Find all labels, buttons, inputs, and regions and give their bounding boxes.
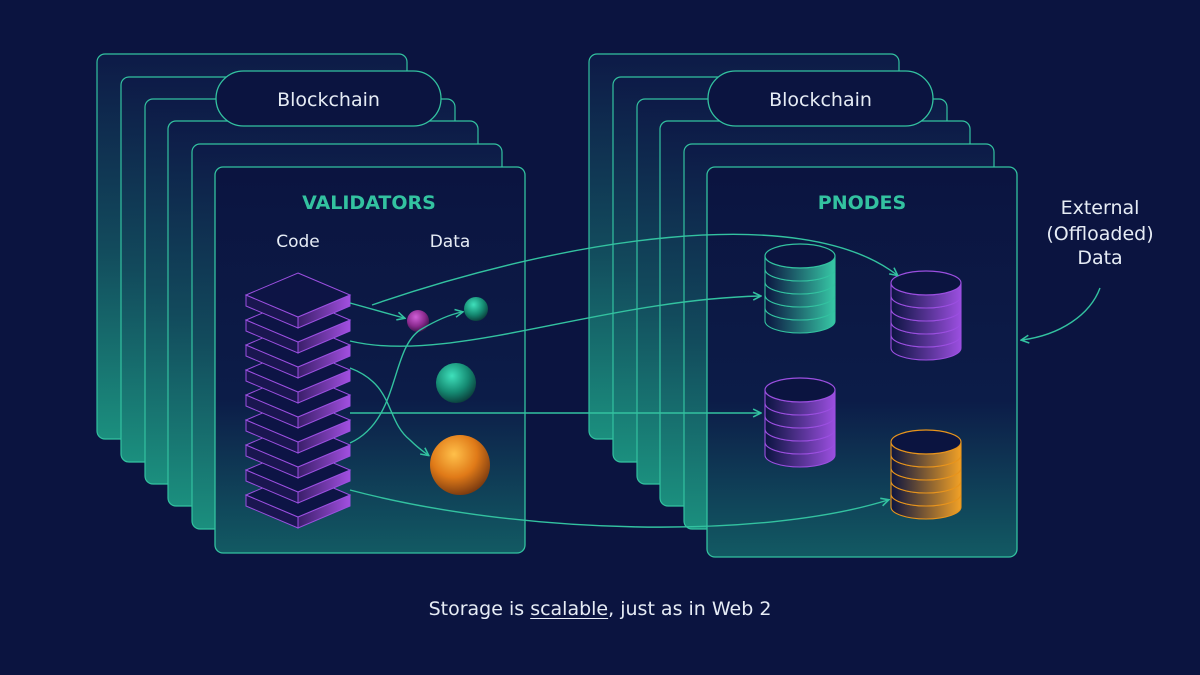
arrow-code-to-teal-sphere [349,312,462,444]
caption-before: Storage is [428,598,531,620]
caption-after: , just as in Web 2 [608,598,772,620]
external-line-3: Data [1077,247,1122,269]
arrow-code-to-orange-sphere [349,367,428,455]
data-sphere-small-teal [464,297,488,321]
external-line-1: External [1061,197,1140,219]
database-stack-purple-bottom [764,377,836,468]
database-cylinders [764,243,962,520]
arrow-external-data [1022,287,1101,340]
external-line-2: (Offloaded) [1046,223,1153,245]
external-data-label: External (Offloaded) Data [1046,197,1153,269]
data-sphere-medium-teal [436,363,476,403]
data-spheres [407,297,490,495]
arrow-to-pnode-purple-top [371,233,897,306]
pnodes-card [706,166,1018,558]
arrow-to-pnode-teal [349,296,760,347]
pnodes-title: PNODES [818,192,906,214]
code-slab [244,272,352,329]
left-badge-label: Blockchain [277,89,380,111]
right-badge-label: Blockchain [769,89,872,111]
database-stack-teal [764,243,836,334]
data-sphere-large-orange [430,435,490,495]
caption-underlined-word: scalable [530,598,609,620]
validators-title: VALIDATORS [302,192,436,214]
badge-pill [215,70,442,127]
code-slab-stack [244,272,352,529]
database-stack-orange [890,429,962,520]
arrow-to-pnode-orange [349,489,888,528]
caption: Storage is scalable, just as in Web 2 [0,598,1200,620]
data-column-label: Data [430,232,471,252]
code-column-label: Code [276,232,320,252]
arrow-code-to-purple-sphere [349,302,404,318]
database-stack-purple-top [890,270,962,361]
right-blockchain-badge: Blockchain [707,70,934,127]
badge-pill [707,70,934,127]
data-flow-arrows [349,233,1101,528]
left-blockchain-badge: Blockchain [215,70,442,127]
data-sphere-small-purple [407,310,429,332]
